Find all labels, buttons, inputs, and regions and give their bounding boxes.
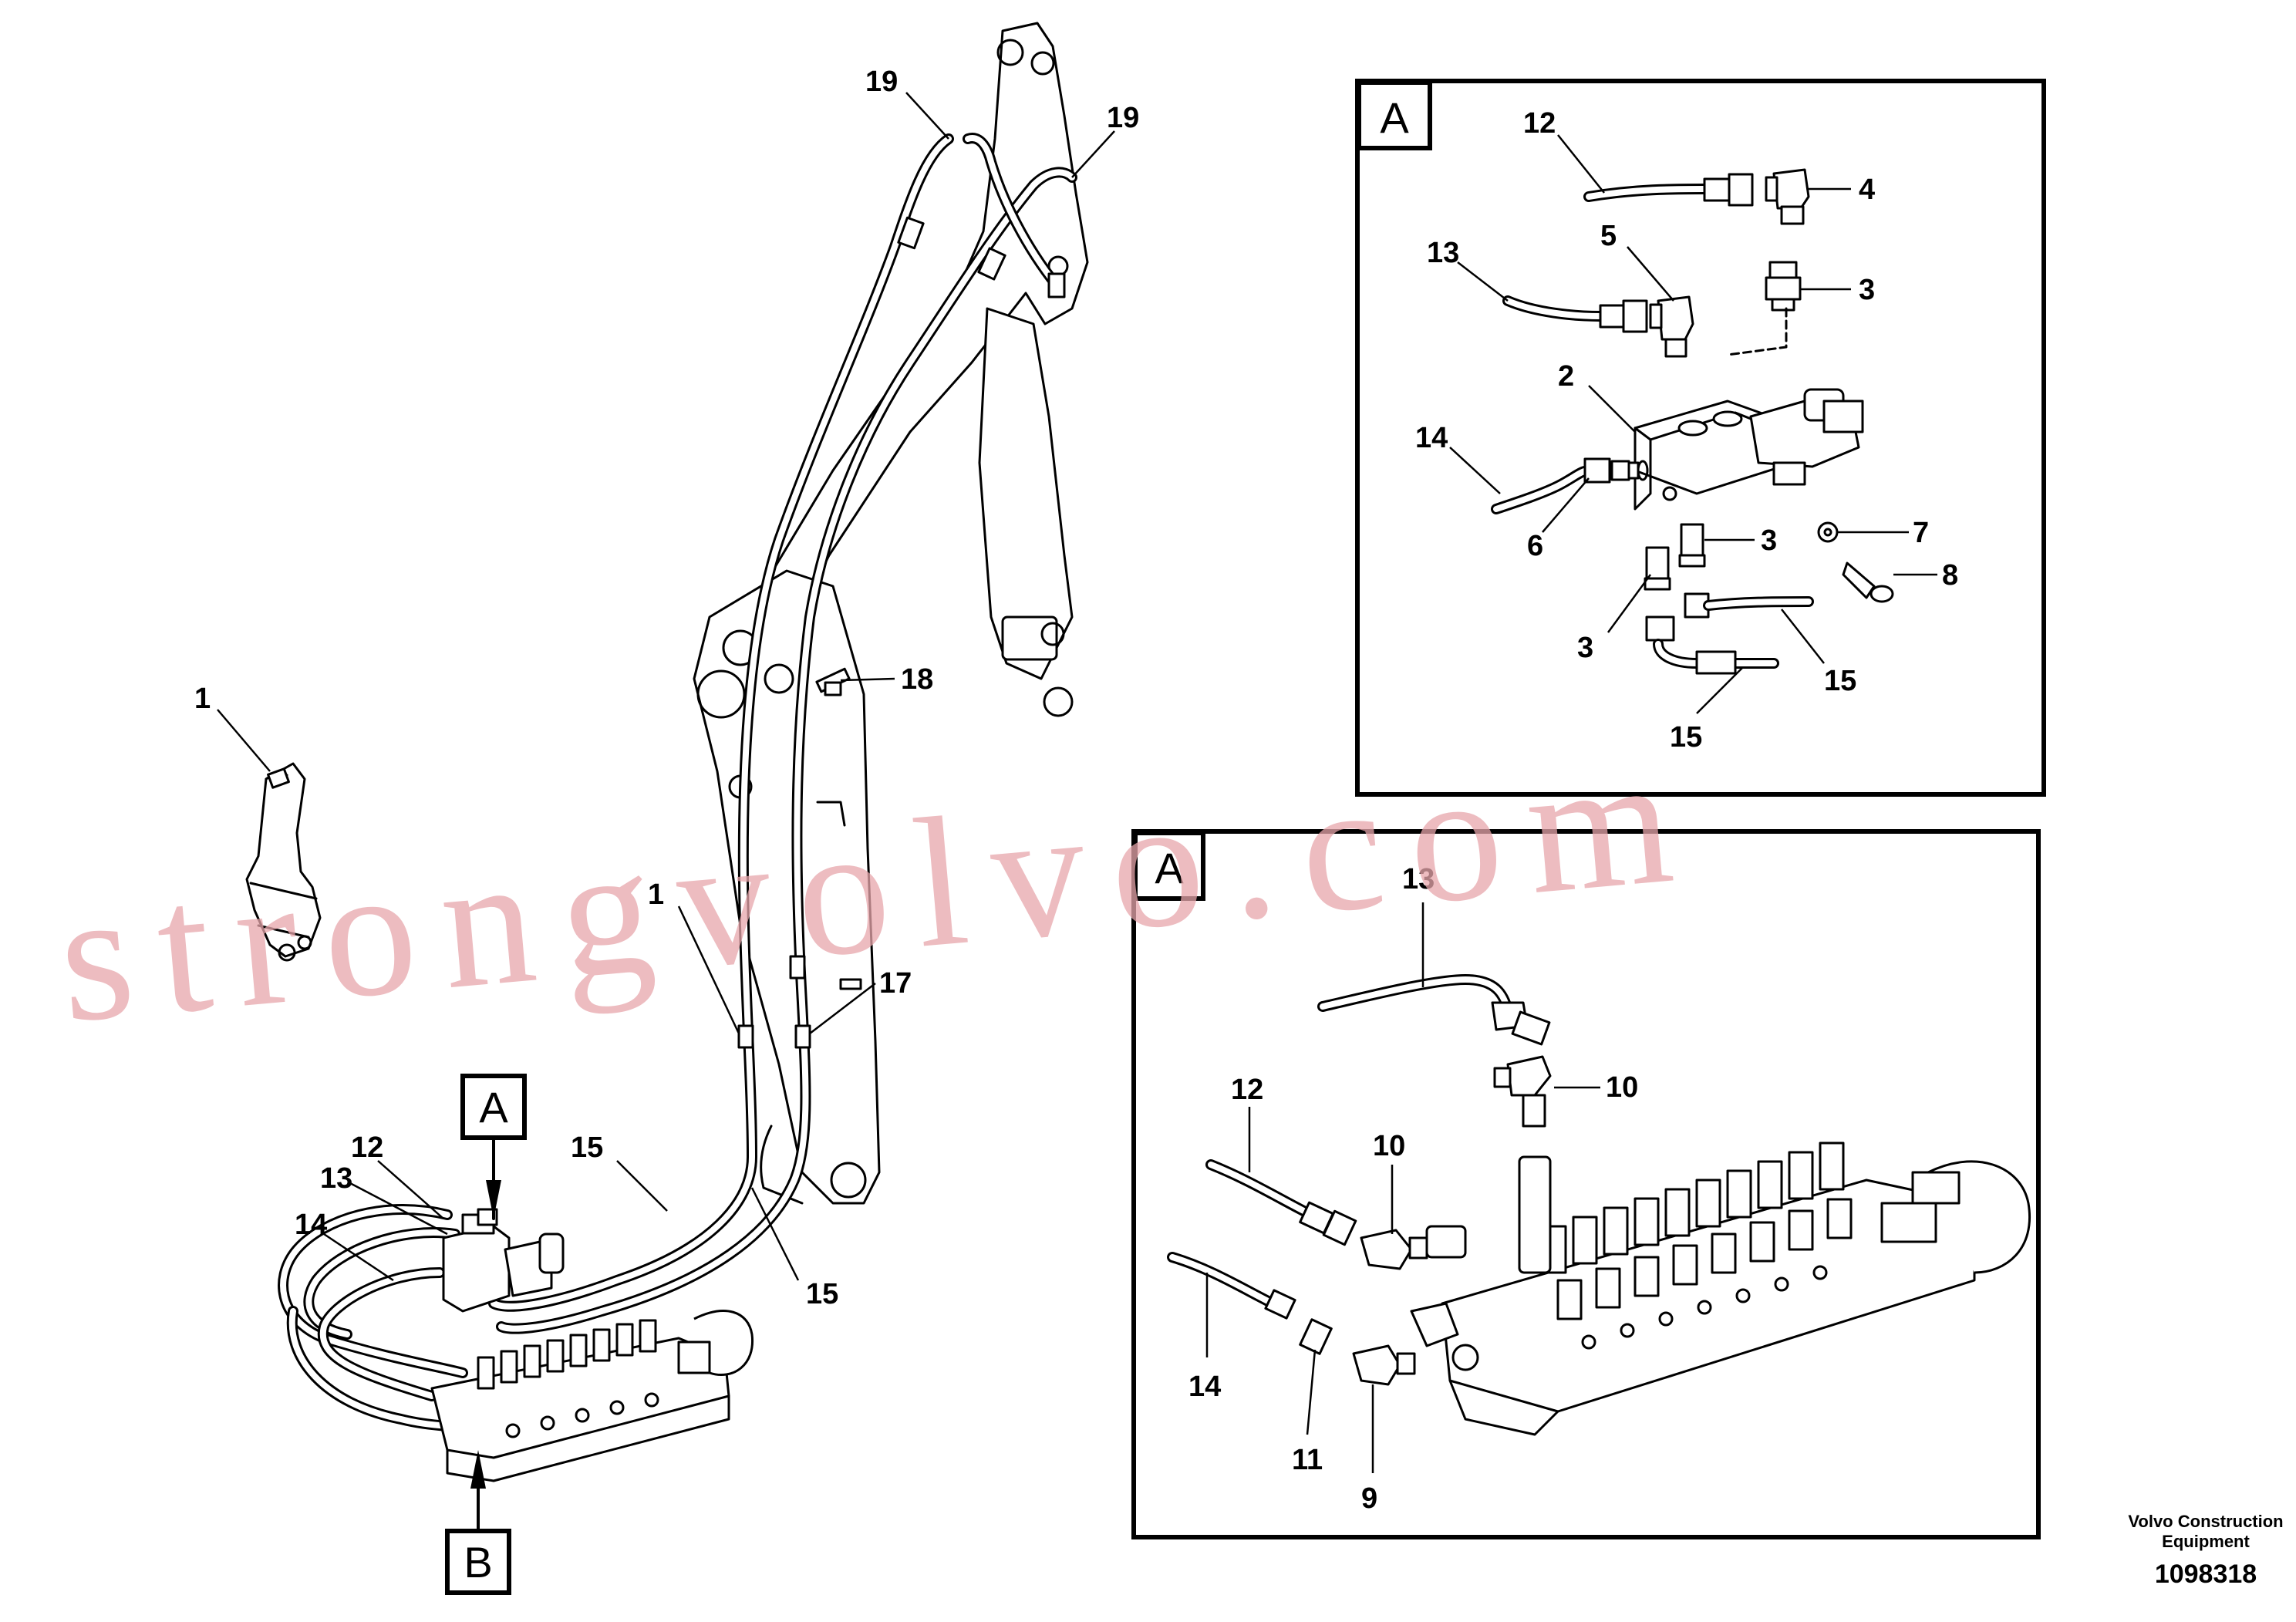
detail-top-callout-12: 12 — [1523, 107, 1556, 140]
detail-bottom-callout-10-lower: 10 — [1373, 1130, 1405, 1162]
boom-arm-drawing — [488, 22, 1089, 1334]
view-label-a-main-text: A — [479, 1083, 508, 1131]
callout-15-upper: 15 — [571, 1131, 603, 1164]
view-label-b-main-text: B — [464, 1538, 492, 1587]
detail-top-callout-2: 2 — [1558, 360, 1574, 393]
joystick-handle — [245, 762, 322, 962]
detail-bottom-callout-11: 11 — [1292, 1444, 1323, 1476]
detail-top-callout-3-upper: 3 — [1859, 274, 1875, 306]
detail-top-callout-3-lower: 3 — [1577, 632, 1593, 664]
detail-view-a-top: A — [1355, 79, 2046, 797]
detail-bottom-label: A — [1155, 844, 1184, 892]
company-name-line2: Equipment — [2162, 1532, 2250, 1551]
detail-top-callout-15-right: 15 — [1824, 665, 1856, 697]
detail-top-label: A — [1380, 93, 1409, 142]
solenoid-valve-assembly — [278, 1204, 565, 1432]
view-label-a-main: A — [460, 1074, 527, 1220]
detail-top-callout-7: 7 — [1913, 517, 1929, 549]
detail-top-callout-4: 4 — [1859, 174, 1875, 206]
detail-view-a-bottom: A — [1131, 829, 2041, 1539]
watermark-text: strongvolvo.com — [52, 713, 1706, 1061]
callout-15-lower: 15 — [806, 1278, 838, 1310]
detail-bottom-callout-12: 12 — [1231, 1074, 1263, 1106]
detail-top-callout-5: 5 — [1600, 220, 1617, 252]
detail-top-callout-15-bottom: 15 — [1670, 721, 1702, 754]
callout-14-main: 14 — [295, 1209, 327, 1241]
detail-top-callout-3-right: 3 — [1761, 524, 1777, 557]
company-name-line1: Volvo Construction — [2128, 1512, 2283, 1531]
control-valve-bank — [430, 1310, 754, 1482]
callout-1-joystick: 1 — [194, 683, 211, 715]
detail-top-callout-13: 13 — [1427, 237, 1459, 269]
callout-19-right: 19 — [1107, 102, 1139, 134]
view-label-b-main: B — [445, 1450, 511, 1595]
callout-13-main: 13 — [320, 1162, 352, 1195]
callout-19-left: 19 — [865, 66, 898, 98]
callout-1-boom: 1 — [648, 878, 664, 911]
drawing-number: 1098318 — [2155, 1560, 2257, 1589]
detail-top-callout-6: 6 — [1527, 530, 1543, 562]
callout-12-main: 12 — [351, 1131, 383, 1164]
callout-18: 18 — [901, 663, 933, 696]
main-view-callouts: 19 19 18 1 1 17 12 13 14 15 15 — [194, 66, 1139, 1310]
footer-block: Volvo Construction Equipment 1098318 — [2128, 1512, 2283, 1589]
detail-top-callout-14: 14 — [1415, 422, 1448, 454]
callout-17: 17 — [879, 967, 912, 1000]
detail-bottom-callout-14: 14 — [1188, 1371, 1221, 1403]
detail-bottom-callout-9: 9 — [1361, 1482, 1377, 1515]
detail-bottom-callout-13: 13 — [1402, 863, 1435, 895]
detail-top-callout-8: 8 — [1942, 559, 1958, 592]
detail-bottom-callout-10-top: 10 — [1606, 1071, 1638, 1104]
